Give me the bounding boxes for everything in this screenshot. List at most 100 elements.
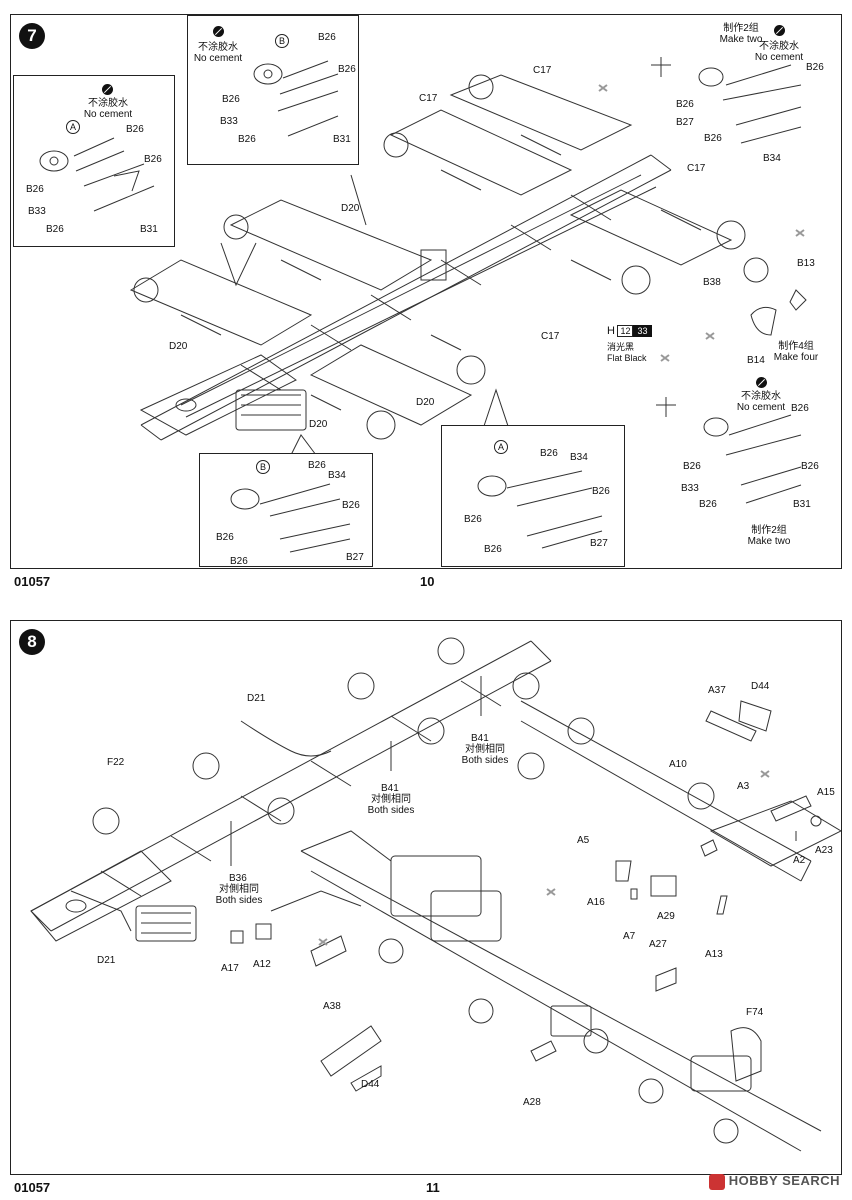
part-a28: A28	[523, 1097, 541, 1108]
part-a12: A12	[253, 959, 271, 970]
both-sides-en: Both sides	[215, 895, 263, 906]
part-b31: B31	[333, 134, 351, 145]
part-b26: B26	[338, 64, 356, 75]
watermark: HOBBY SEARCH	[708, 1173, 840, 1190]
circle-label: A	[494, 440, 508, 454]
part-b26: B26	[126, 124, 144, 135]
part-b31: B31	[793, 499, 811, 510]
part-d44: D44	[751, 681, 770, 692]
part-a37: A37	[708, 685, 726, 696]
both-sides-cn: 对側相同	[371, 794, 411, 805]
paint-number-1: 12	[617, 325, 634, 337]
no-cement-en: No cement	[83, 109, 133, 120]
part-b26: B26	[704, 133, 722, 144]
both-sides-cn: 对側相同	[219, 884, 259, 895]
part-d20: D20	[341, 203, 360, 214]
paint-name-cn: 消光黑	[607, 342, 635, 352]
part-b26: B26	[791, 403, 809, 414]
both-sides-en: Both sides	[367, 805, 415, 816]
callout-bottom-middle: A B26 B34 B26 B26 B27 B26	[441, 425, 625, 567]
part-b27: B27	[346, 552, 364, 563]
page-number: 10	[420, 574, 435, 589]
part-b26: B26	[484, 544, 502, 555]
no-cement-en: No cement	[754, 52, 804, 63]
step7-panel: 7	[10, 14, 842, 569]
part-d20: D20	[169, 341, 188, 352]
part-b34: B34	[763, 153, 781, 164]
part-b26: B26	[676, 99, 694, 110]
make-four-cn: 制作4组	[778, 341, 814, 352]
no-cement-cn: 不涂胶水	[198, 42, 238, 53]
make-two-en: Make two	[719, 34, 763, 45]
page-number: 11	[426, 1180, 440, 1195]
part-b26: B26	[144, 154, 162, 165]
step-number-badge: 8	[19, 629, 45, 655]
part-b26: B26	[230, 556, 248, 567]
paint-number-2: 33	[633, 325, 652, 337]
part-c17: C17	[533, 65, 552, 76]
part-b26: B26	[592, 486, 610, 497]
part-a23: A23	[815, 845, 833, 856]
step8-panel: 8	[10, 620, 842, 1175]
part-b33: B33	[220, 116, 238, 127]
no-cement-icon	[213, 26, 224, 37]
part-c17: C17	[687, 163, 706, 174]
make-two-cn: 制作2组	[723, 23, 759, 34]
part-b26: B26	[26, 184, 44, 195]
part-b34: B34	[328, 470, 346, 481]
part-b26: B26	[540, 448, 558, 459]
part-b33: B33	[28, 206, 46, 217]
part-d44: D44	[361, 1079, 380, 1090]
part-b26: B26	[699, 499, 717, 510]
step-number-badge: 7	[19, 23, 45, 49]
part-b26: B26	[238, 134, 256, 145]
both-sides-cn: 对側相同	[465, 744, 505, 755]
callout-bottom-left: B B26 B34 B26 B26 B27 B26	[199, 453, 373, 567]
watermark-text: HOBBY SEARCH	[728, 1173, 840, 1189]
make-four-en: Make four	[773, 352, 819, 363]
no-cement-cn: 不涂胶水	[759, 41, 799, 52]
no-cement-en: No cement	[193, 53, 243, 64]
circle-label: B	[275, 34, 289, 48]
no-cement-cn: 不涂胶水	[741, 391, 781, 402]
part-b33: B33	[681, 483, 699, 494]
callout-top-left: 不涂胶水 No cement A B26 B26 B26 B33 B26 B31	[13, 75, 175, 247]
make-two-en: Make two	[747, 536, 791, 547]
hobby-search-logo-icon	[708, 1174, 725, 1190]
part-b41: B41	[381, 783, 399, 794]
part-d20: D20	[309, 419, 328, 430]
callout-top-middle: 不涂胶水 No cement B B26 B26 B26 B33 B26 B31	[187, 15, 359, 165]
part-a16: A16	[587, 897, 605, 908]
part-a15: A15	[817, 787, 835, 798]
part-b14: B14	[747, 355, 765, 366]
part-a7: A7	[623, 931, 636, 942]
no-cement-icon	[102, 84, 113, 95]
part-a27: A27	[649, 939, 667, 950]
part-a17: A17	[221, 963, 239, 974]
circle-label: A	[66, 120, 80, 134]
part-a10: A10	[669, 759, 687, 770]
part-b38: B38	[703, 277, 721, 288]
part-a13: A13	[705, 949, 723, 960]
part-d20: D20	[416, 397, 435, 408]
part-a3: A3	[737, 781, 750, 792]
part-b26: B26	[308, 460, 326, 471]
part-b41: B41	[471, 733, 489, 744]
part-b13: B13	[797, 258, 815, 269]
part-d21: D21	[97, 955, 116, 966]
paint-brand: H	[607, 325, 615, 337]
page-code: 01057	[14, 574, 51, 589]
part-b26: B26	[806, 62, 824, 73]
part-b26: B26	[683, 461, 701, 472]
both-sides-en: Both sides	[461, 755, 509, 766]
part-b26: B26	[342, 500, 360, 511]
no-cement-icon	[774, 25, 785, 36]
part-b26: B26	[801, 461, 819, 472]
part-b26: B26	[216, 532, 234, 543]
part-b26: B26	[46, 224, 64, 235]
part-b36: B36	[229, 873, 247, 884]
circle-label: B	[256, 460, 270, 474]
part-f74: F74	[746, 1007, 764, 1018]
paint-name-en: Flat Black	[607, 353, 647, 363]
